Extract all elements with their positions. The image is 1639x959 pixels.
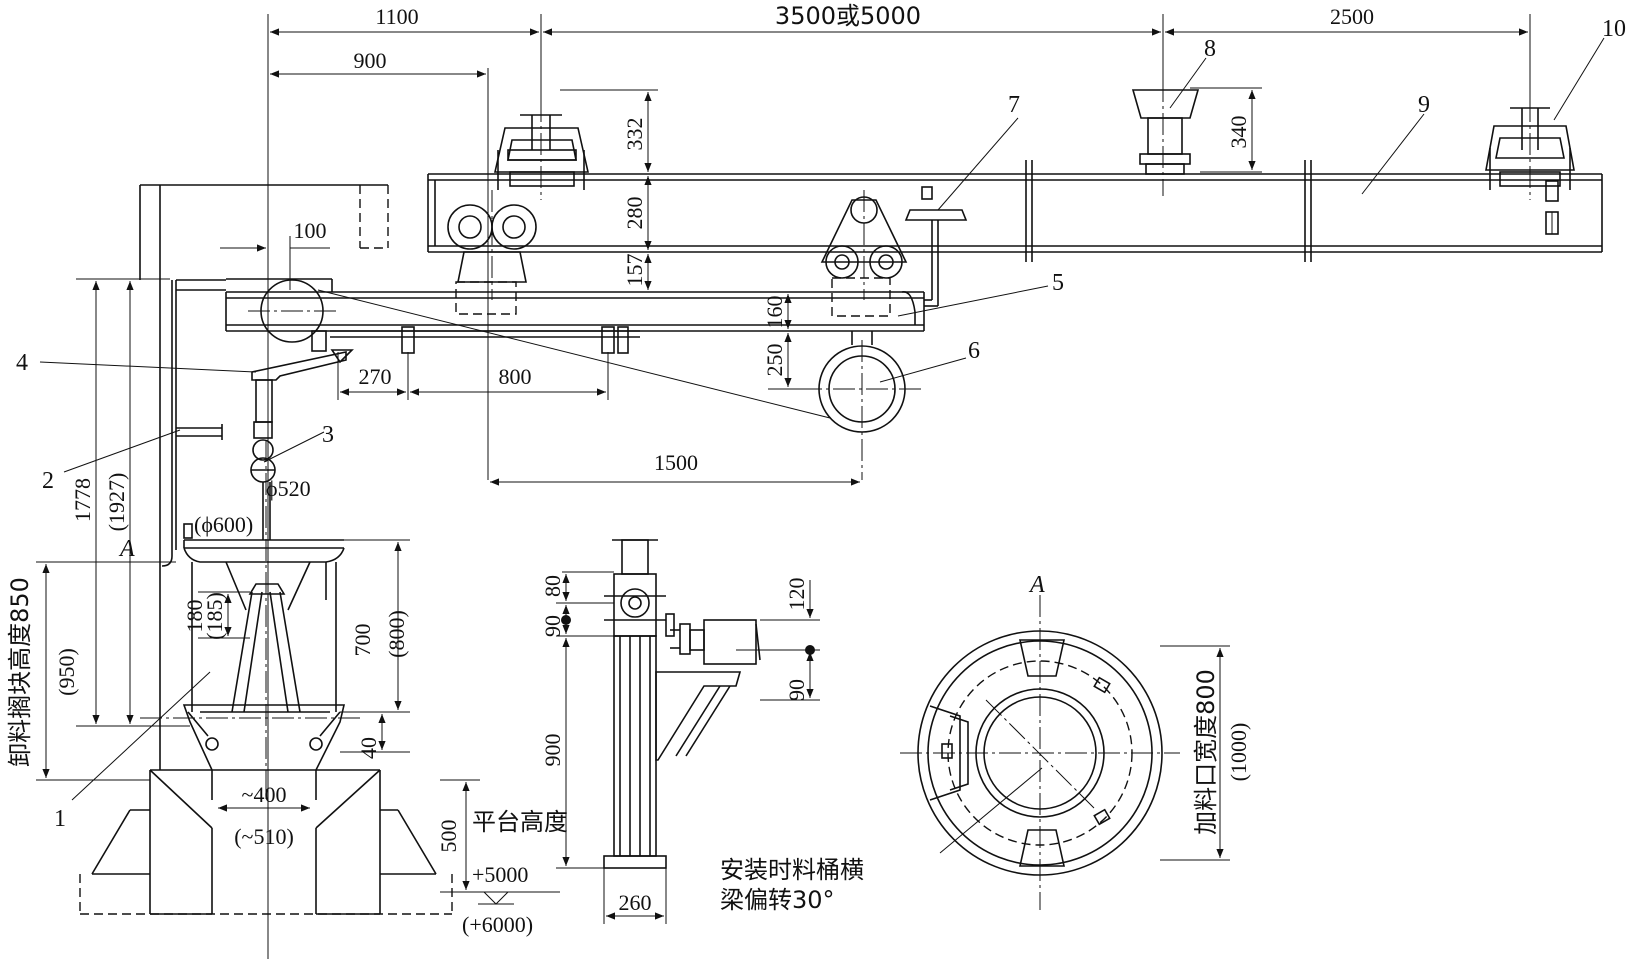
dim-120: 120 bbox=[784, 578, 809, 611]
furnace-pedestal bbox=[79, 712, 453, 915]
label-part-8: 8 bbox=[1204, 36, 1216, 62]
dim-phi520: ϕ520 bbox=[266, 476, 311, 501]
dim-950: (950) bbox=[54, 648, 79, 696]
drum-6 bbox=[317, 289, 925, 480]
support-column bbox=[139, 184, 389, 712]
note-install-line2: 梁偏转30° bbox=[720, 886, 835, 914]
dim-90-left: 90 bbox=[540, 615, 565, 637]
dim-340: 340 bbox=[1226, 116, 1251, 149]
dim-250: 250 bbox=[762, 344, 787, 377]
dim-phi600: (ϕ600) bbox=[194, 512, 253, 537]
bucket-dimensions: 700 (800) 40 180 (185) ~400 (~510) ϕ520 … bbox=[182, 476, 410, 849]
dim-1500: 1500 bbox=[654, 450, 698, 475]
vertical-dims-left: 332 280 157 bbox=[520, 89, 658, 293]
dim-280: 280 bbox=[622, 197, 647, 230]
label-part-3: 3 bbox=[322, 422, 334, 448]
dim-400: ~400 bbox=[242, 782, 287, 807]
section-a-view: 加料口宽度800 (1000) 安装时料桶横 梁偏转30° bbox=[720, 595, 1251, 914]
dim-270: 270 bbox=[359, 364, 392, 389]
lower-beam-5 bbox=[225, 278, 925, 354]
dim-160: 160 bbox=[762, 296, 787, 329]
trolley-wheels bbox=[447, 186, 968, 317]
dim-1927: (1927) bbox=[104, 473, 129, 532]
dim-90-right: 90 bbox=[784, 679, 809, 701]
dim-260: 260 bbox=[619, 890, 652, 915]
lever-and-hook bbox=[250, 349, 354, 540]
part-callouts: 1 2 3 4 5 6 7 8 9 10 A A bbox=[16, 16, 1626, 832]
dim-2500: 2500 bbox=[1330, 4, 1374, 29]
rail-hanger-10 bbox=[1485, 100, 1575, 200]
dim-1000: (1000) bbox=[1226, 723, 1251, 782]
label-part-7: 7 bbox=[1008, 92, 1020, 118]
beam-dimensions: 160 250 270 800 1500 100 bbox=[220, 218, 860, 486]
label-part-2: 2 bbox=[42, 468, 54, 494]
dim-157: 157 bbox=[622, 254, 647, 287]
dim-1100: 1100 bbox=[375, 4, 418, 29]
dim-332: 332 bbox=[622, 118, 647, 151]
dim-100: 100 bbox=[294, 218, 327, 243]
note-unload-height: 卸料搁块高度850 bbox=[6, 577, 34, 767]
dim-700: 700 bbox=[350, 624, 375, 657]
dim-80: 80 bbox=[540, 575, 565, 597]
rail-hanger-left bbox=[493, 100, 590, 200]
label-part-10: 10 bbox=[1602, 16, 1626, 42]
label-part-5: 5 bbox=[1052, 270, 1064, 296]
dim-800-bracket: (800) bbox=[384, 610, 409, 658]
dim-plus6000: (+6000) bbox=[462, 912, 533, 937]
dim-800: 800 bbox=[499, 364, 532, 389]
dim-3500-or-5000: 3500或5000 bbox=[775, 2, 921, 30]
dim-185: (185) bbox=[202, 592, 227, 640]
dim-1778: 1778 bbox=[70, 478, 95, 522]
side-view: 80 90 900 120 90 260 bbox=[540, 539, 820, 924]
label-part-6: 6 bbox=[968, 338, 980, 364]
dim-180: 180 bbox=[182, 600, 207, 633]
dim-510: (~510) bbox=[234, 824, 294, 849]
label-part-9: 9 bbox=[1418, 92, 1430, 118]
platform-dimensions: 500 平台高度 +5000 (+6000) bbox=[436, 779, 568, 937]
rail-hanger-8: 340 bbox=[1131, 80, 1262, 196]
note-platform-height: 平台高度 bbox=[472, 808, 568, 836]
dim-40: 40 bbox=[356, 737, 381, 759]
note-feed-width: 加料口宽度800 bbox=[1192, 669, 1220, 835]
label-part-4: 4 bbox=[16, 350, 28, 376]
note-install-line1: 安装时料桶横 bbox=[720, 856, 864, 884]
dim-500: 500 bbox=[436, 820, 461, 853]
monorail-beam bbox=[427, 160, 1603, 262]
label-section-a-view: A bbox=[1028, 572, 1045, 598]
charging-bucket bbox=[140, 440, 360, 800]
top-dimension-chain: 1100 3500或5000 2500 900 bbox=[267, 2, 1531, 959]
label-section-a-left: A bbox=[118, 536, 135, 562]
left-vertical-dims: 1778 (1927) (950) 卸料搁块高度850 bbox=[6, 278, 190, 781]
dim-900-side: 900 bbox=[540, 734, 565, 767]
dim-900: 900 bbox=[354, 48, 387, 73]
dim-plus5000: +5000 bbox=[472, 862, 528, 887]
label-part-1: 1 bbox=[54, 806, 66, 832]
